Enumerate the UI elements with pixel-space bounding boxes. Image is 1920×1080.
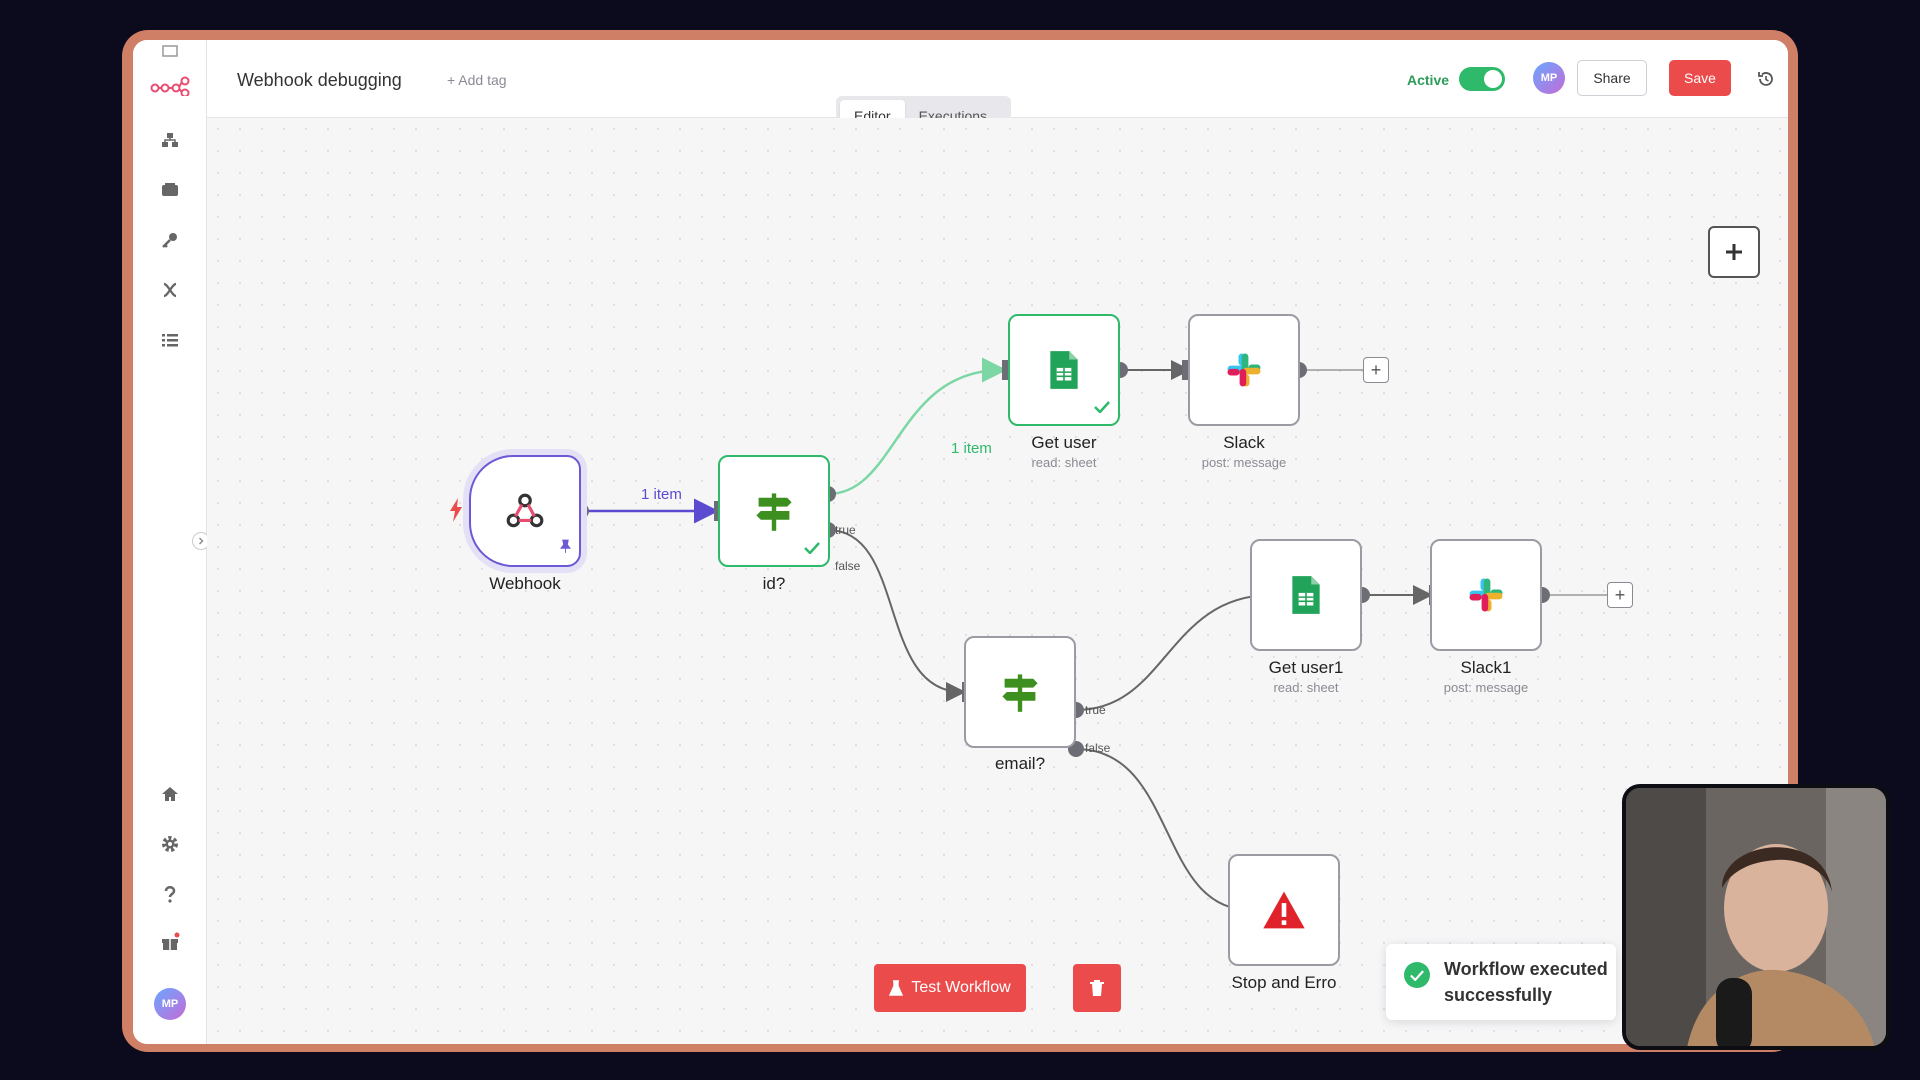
help-icon[interactable] bbox=[150, 874, 190, 914]
pin-icon bbox=[560, 539, 571, 559]
workflows-icon[interactable] bbox=[150, 120, 190, 160]
if-false-label: false bbox=[835, 559, 861, 573]
node-get-user-label: Get user bbox=[1031, 433, 1097, 452]
add-after-slack-button[interactable]: + bbox=[1363, 357, 1389, 383]
edge-if-true-to-get-user bbox=[827, 357, 1007, 496]
header-avatar[interactable]: MP bbox=[1533, 62, 1565, 94]
node-stop-and-error-label: Stop and Erro bbox=[1231, 973, 1337, 992]
google-sheets-icon bbox=[1050, 351, 1078, 389]
test-workflow-button[interactable]: Test Workflow bbox=[874, 964, 1026, 1012]
add-tag-button[interactable]: + Add tag bbox=[447, 72, 507, 88]
toggle-knob bbox=[1484, 70, 1502, 88]
home-icon[interactable] bbox=[150, 774, 190, 814]
trigger-bolt-icon bbox=[449, 498, 463, 527]
edge-label-webhook: 1 item bbox=[641, 486, 682, 503]
credentials-icon[interactable] bbox=[150, 220, 190, 260]
variables-icon[interactable] bbox=[150, 270, 190, 310]
success-check-icon bbox=[1094, 400, 1110, 418]
if-input-handle bbox=[714, 501, 720, 521]
share-button[interactable]: Share bbox=[1577, 60, 1647, 96]
check-circle-icon bbox=[1404, 962, 1430, 988]
node-slack1-subtitle: post: message bbox=[1443, 680, 1529, 695]
flask-icon bbox=[889, 980, 904, 996]
toast-message: Workflow executed successfully bbox=[1444, 959, 1608, 1005]
google-sheets-icon bbox=[1292, 576, 1320, 614]
workflow-title[interactable]: Webhook debugging bbox=[237, 70, 402, 90]
node-get-user-subtitle: read: sheet bbox=[1031, 455, 1097, 470]
add-after-slack1-button[interactable]: + bbox=[1607, 582, 1633, 608]
node-if-email-label: email? bbox=[994, 754, 1046, 773]
node-get-user1-label: Get user1 bbox=[1268, 658, 1344, 677]
edge-if-false-to-email bbox=[827, 529, 966, 702]
node-if-id-label: id? bbox=[762, 574, 786, 593]
presenter-video-image bbox=[1626, 788, 1886, 1046]
clear-execution-button[interactable] bbox=[1073, 964, 1121, 1012]
workflow-canvas[interactable]: 1 item 1 item true false true false + + … bbox=[207, 118, 1788, 1044]
node-slack-subtitle: post: message bbox=[1201, 455, 1287, 470]
executions-icon[interactable] bbox=[150, 320, 190, 360]
n8n-app: MP Webhook debugging + Add tag Active MP… bbox=[133, 40, 1788, 1044]
email-true-label: true bbox=[1085, 703, 1106, 717]
edge-label-get-user: 1 item bbox=[951, 440, 992, 457]
node-stop-and-error[interactable] bbox=[1228, 854, 1340, 966]
trash-icon bbox=[1090, 980, 1104, 996]
node-get-user1-subtitle: read: sheet bbox=[1273, 680, 1339, 695]
webhook-icon bbox=[506, 493, 544, 528]
node-webhook[interactable] bbox=[469, 455, 581, 567]
user-avatar[interactable]: MP bbox=[150, 984, 190, 1024]
node-get-user[interactable] bbox=[1008, 314, 1120, 426]
node-get-user1[interactable] bbox=[1250, 539, 1362, 651]
node-slack1[interactable] bbox=[1430, 539, 1542, 651]
email-false-label: false bbox=[1085, 741, 1111, 755]
templates-icon[interactable] bbox=[150, 170, 190, 210]
add-node-button[interactable] bbox=[1708, 226, 1760, 278]
sidebar: MP bbox=[133, 40, 210, 1044]
if-true-label: true bbox=[835, 523, 856, 537]
node-if-email[interactable] bbox=[964, 636, 1076, 748]
edge-email-false-to-stop bbox=[1075, 748, 1254, 920]
signpost-icon bbox=[1002, 674, 1038, 712]
avatar-initials: MP bbox=[154, 988, 186, 1020]
node-slack-label: Slack bbox=[1223, 433, 1265, 452]
node-slack[interactable] bbox=[1188, 314, 1300, 426]
node-if-id[interactable] bbox=[718, 455, 830, 567]
signpost-icon bbox=[756, 493, 792, 531]
webcam-overlay bbox=[1622, 784, 1890, 1050]
warning-icon bbox=[1263, 891, 1305, 929]
test-workflow-label: Test Workflow bbox=[911, 979, 1011, 996]
save-button[interactable]: Save bbox=[1669, 60, 1731, 96]
settings-icon[interactable] bbox=[150, 824, 190, 864]
active-label: Active bbox=[1407, 72, 1450, 88]
slack-icon bbox=[1469, 578, 1503, 612]
active-toggle[interactable] bbox=[1459, 67, 1505, 91]
logo-icon[interactable] bbox=[150, 66, 190, 106]
edge-email-true-to-get-user1 bbox=[1075, 585, 1276, 711]
slack-icon bbox=[1227, 353, 1261, 387]
node-slack1-label: Slack1 bbox=[1460, 658, 1512, 677]
slack-input-handle bbox=[1182, 360, 1188, 380]
node-webhook-label: Webhook bbox=[489, 574, 561, 593]
history-icon[interactable] bbox=[1753, 66, 1779, 92]
success-check-icon bbox=[804, 541, 820, 559]
get-user-input-handle bbox=[1002, 360, 1008, 380]
gift-icon[interactable] bbox=[150, 922, 190, 962]
sidebar-collapse-icon[interactable] bbox=[150, 42, 190, 62]
success-toast: Workflow executed successfully bbox=[1386, 944, 1616, 1020]
